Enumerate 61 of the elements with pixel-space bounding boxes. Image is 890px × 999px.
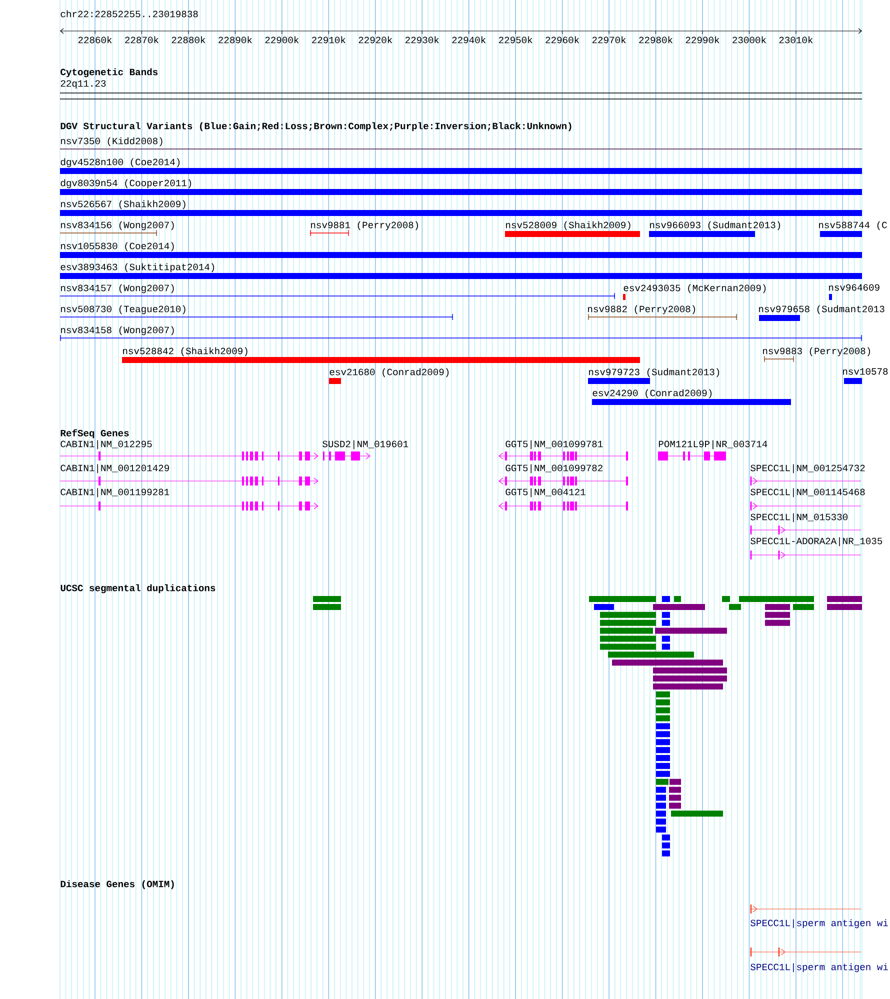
tick-label: 23010k (779, 36, 813, 44)
track-title: Cytogenetic Bands (60, 68, 158, 78)
gene-label: POM121L9P|NR_003714 (658, 440, 768, 450)
track-title: UCSC segmental duplications (60, 584, 216, 594)
feature-label: esv2493035 (McKernan2009) (624, 284, 766, 294)
tick-label: 22890k (218, 36, 252, 44)
feature-label: nsv9881 (Perry2008) (311, 221, 418, 230)
feature-label: nsv7350 (Kidd2008) (61, 137, 162, 146)
tick-label: 22880k (172, 36, 206, 44)
tick-label: 22960k (546, 36, 580, 44)
gene-label: SPECC1L|NM_001254732 (750, 464, 865, 474)
gene-label: SPECC1L|NM_015330 (750, 513, 848, 522)
tick-label: 23000k (732, 36, 766, 44)
gene-label: CABIN1|NM_001201429 (60, 464, 169, 474)
position-label: chr22:22852255..23019838 (60, 10, 198, 18)
gene-label: CABIN1|NM_001199281 (60, 488, 170, 498)
gene-label: GGT5|NM_004121 (506, 488, 586, 498)
feature-label: nsv966093 (Sudmant2013) (650, 221, 780, 230)
feature-label: nsv964609 (829, 284, 880, 291)
feature-label: nsv834158 (Wong2007) (61, 326, 174, 336)
tick-label: 22920k (358, 36, 392, 44)
tick-label: 22930k (406, 36, 439, 44)
tick-label: 22990k (686, 36, 720, 44)
tick-label: 22900k (265, 36, 299, 44)
feature-label: nsv588744 (C (819, 221, 887, 230)
gene-label: SPECC1L|sperm antigen wi (750, 919, 888, 928)
tick-label: 22950k (498, 36, 532, 44)
feature-label: nsv979658 (Sudmant2013 (759, 305, 884, 314)
feature-label: nsv1055830 (Coe2014) (61, 242, 174, 252)
feature-label: esv24290 (Conrad2009) (592, 389, 712, 398)
feature-label: nsv526567 (Shaikh2009) (61, 200, 186, 210)
feature-label: nsv9882 (Perry2008) (588, 305, 696, 314)
track-title: DGV Structural Variants (Blue:Gain;Red:Loss;Brown:Complex;Purple:Inversion;Black:Unknown) (60, 122, 572, 132)
feature-label: nsv979723 (Sudmant2013) (589, 368, 720, 378)
gene-label: CABIN1|NM_012295 (60, 440, 152, 450)
tick-label: 22970k (592, 36, 626, 44)
tick-label: 22870k (125, 36, 159, 44)
feature-label: 22q11.23 (60, 80, 106, 89)
feature-label: nsv10578 (843, 368, 888, 375)
feature-label: esv21680 (Conrad2009) (330, 368, 449, 378)
feature-label: nsv834156 (Wong2007) (61, 221, 174, 230)
feature-label: esv3893463 (Suktitipat2014) (60, 263, 214, 272)
track-title: RefSeq Genes (60, 429, 129, 438)
feature-label: nsv508730 (Teague2010) (61, 305, 186, 314)
gene-label: SUSD2|NM_019601 (322, 440, 408, 450)
gene-label: SPECC1L-ADORA2A|NR_1035 (750, 537, 882, 546)
feature-label: nsv9883 (Perry2008) (763, 347, 870, 356)
feature-label: nsv528009 (Shaikh2009) (506, 221, 630, 230)
tick-label: 22910k (312, 36, 346, 44)
feature-label: dgv8039n54 (Cooper2011) (60, 179, 192, 188)
track-title: Disease Genes (OMIM) (60, 880, 174, 890)
gene-label: GGT5|NM_001099781 (506, 440, 603, 450)
tick-label: 22860k (78, 36, 112, 44)
gene-label: SPECC1L|sperm antigen wi (750, 963, 888, 972)
tick-label: 22980k (639, 36, 673, 44)
feature-label: nsv834157 (Wong2007) (61, 284, 174, 294)
feature-label: dgv4528n100 (Coe2014) (60, 158, 180, 168)
feature-label: nsv528842 (Shaikh2009) (123, 347, 248, 356)
gene-label: GGT5|NM_001099782 (506, 464, 602, 474)
tick-label: 22940k (452, 36, 486, 44)
gene-label: SPECC1L|NM_001145468 (750, 488, 865, 498)
